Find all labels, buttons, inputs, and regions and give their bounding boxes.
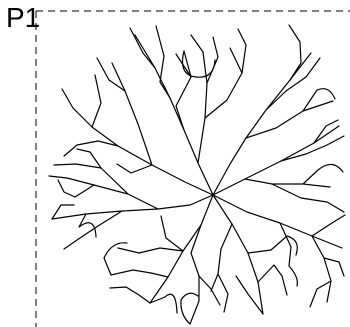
branch xyxy=(190,34,208,164)
branch xyxy=(217,273,229,313)
branch xyxy=(103,242,128,276)
trunk-branch xyxy=(212,52,312,196)
branch xyxy=(210,223,233,292)
branch xyxy=(181,50,216,78)
branch xyxy=(53,163,129,195)
branch xyxy=(302,88,336,112)
branch xyxy=(288,24,302,81)
branch xyxy=(265,57,321,111)
branch xyxy=(149,293,178,314)
branch xyxy=(247,235,298,256)
branch xyxy=(206,36,219,84)
branch xyxy=(160,215,184,252)
branch xyxy=(244,178,331,188)
branch xyxy=(116,163,153,174)
branch xyxy=(51,204,75,220)
branch xyxy=(189,224,202,325)
branch xyxy=(204,47,243,119)
branch xyxy=(57,179,95,198)
trunk-branch xyxy=(212,194,343,249)
branch xyxy=(180,292,199,325)
branch xyxy=(91,74,102,128)
branch xyxy=(313,119,339,144)
branch xyxy=(109,286,151,304)
branch xyxy=(96,57,126,92)
branch xyxy=(61,88,93,128)
branch xyxy=(245,100,334,139)
branch xyxy=(311,235,332,303)
branch xyxy=(129,27,156,69)
trunk-branch xyxy=(91,126,214,196)
branch xyxy=(78,213,97,238)
branch xyxy=(323,257,345,277)
branch xyxy=(280,135,345,162)
sheet-label: P1 xyxy=(6,2,41,33)
trunk-branch xyxy=(149,194,214,304)
branch xyxy=(175,53,192,131)
branch xyxy=(111,62,153,166)
branch xyxy=(155,25,171,99)
branch xyxy=(235,275,264,315)
branch xyxy=(271,183,345,213)
branch xyxy=(110,269,169,278)
branch xyxy=(63,140,119,157)
branch xyxy=(302,163,344,185)
branch xyxy=(63,210,123,250)
branch xyxy=(309,280,332,308)
trunk-branch xyxy=(51,194,214,220)
branch xyxy=(76,148,102,169)
branch xyxy=(279,222,298,287)
trunk-branch xyxy=(134,34,214,196)
branch xyxy=(311,214,346,237)
branch xyxy=(237,28,247,74)
branch xyxy=(198,275,221,306)
tree-canopy xyxy=(48,24,346,325)
branch xyxy=(257,264,288,296)
branch xyxy=(117,247,184,254)
